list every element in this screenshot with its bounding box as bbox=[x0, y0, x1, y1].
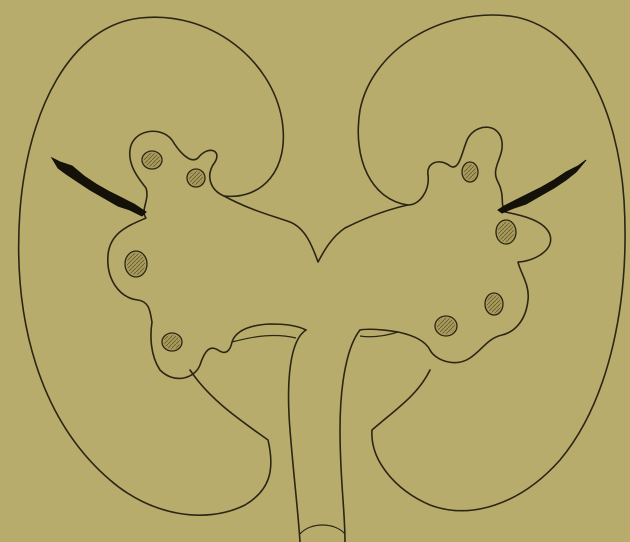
papilla-left-2-hatch bbox=[189, 171, 203, 185]
papilla-right-1-hatch bbox=[464, 164, 476, 180]
papilla-left-4-hatch bbox=[164, 335, 180, 349]
papilla-left-3-hatch bbox=[127, 253, 145, 275]
papilla-right-2-hatch bbox=[498, 222, 514, 242]
papilla-right-3-hatch bbox=[487, 295, 501, 313]
papilla-left-1-hatch bbox=[144, 153, 160, 167]
papilla-right-4-hatch bbox=[437, 318, 455, 334]
